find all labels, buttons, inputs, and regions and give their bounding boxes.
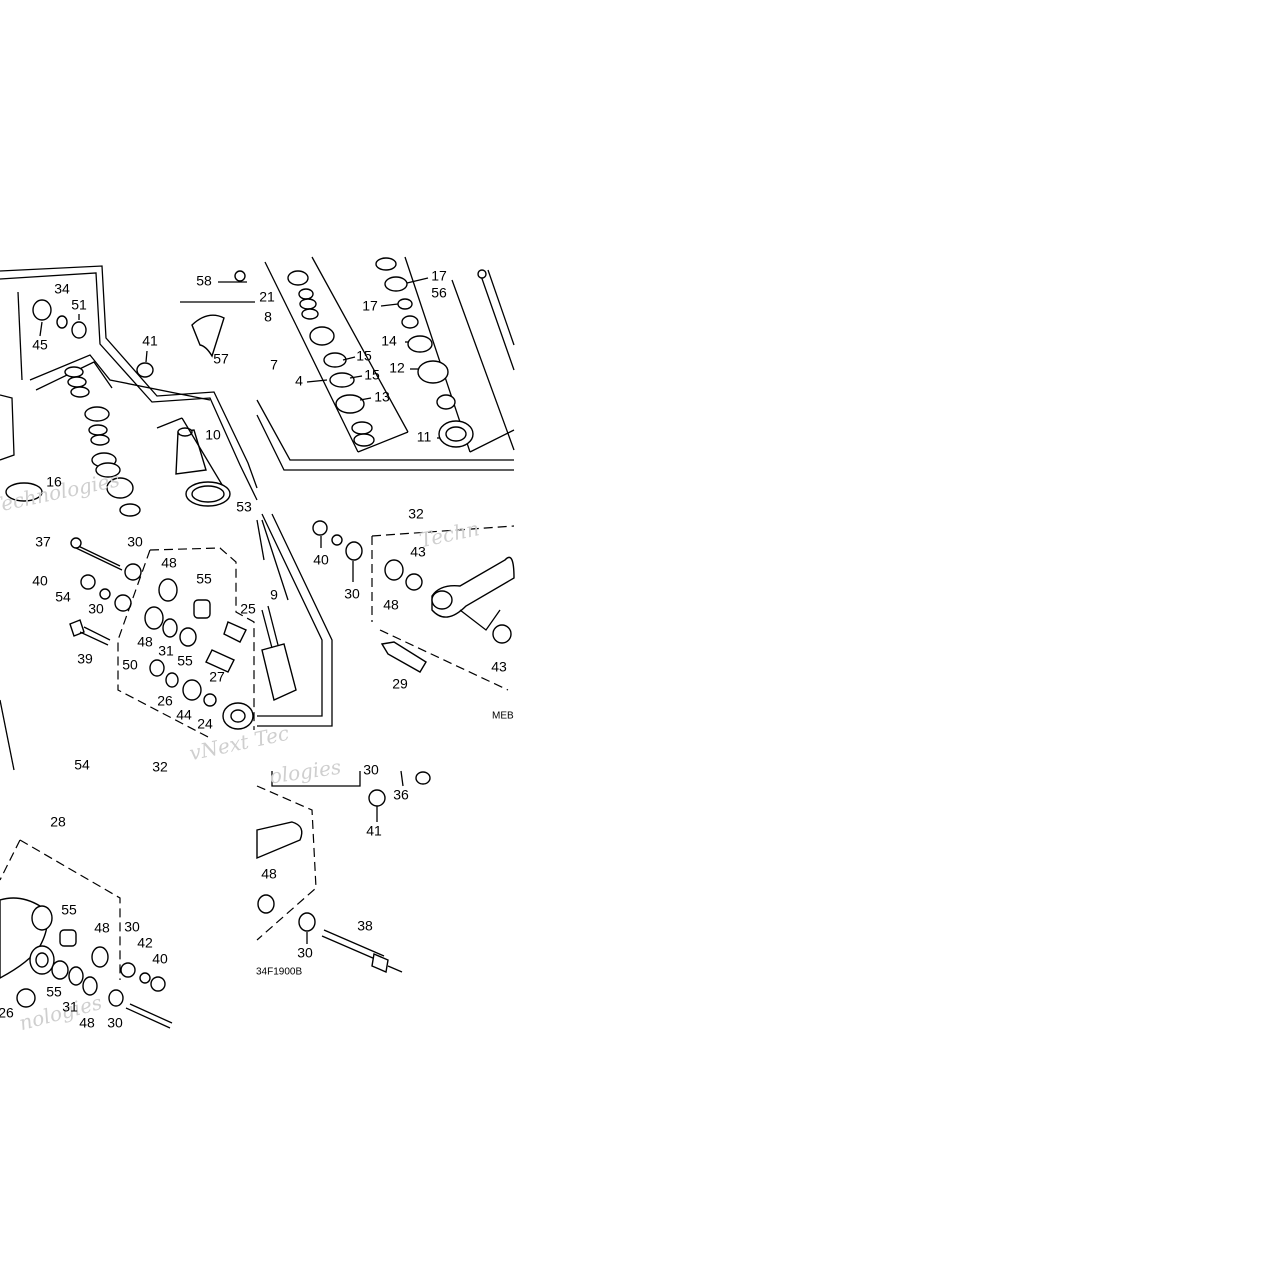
tile-link-left	[0, 519, 289, 771]
part-callout: 32	[408, 506, 424, 522]
part-callout: 30	[88, 601, 104, 617]
tile-arm-left	[0, 839, 173, 1029]
part-callout: 57	[213, 351, 229, 367]
watermark-text: ologies	[268, 755, 342, 789]
part-callout: 30	[124, 919, 140, 935]
diagram-code: MEB	[492, 711, 514, 722]
part-callout: 30	[297, 945, 313, 961]
part-callout: 14	[381, 333, 397, 349]
part-callout: 26	[0, 1005, 14, 1021]
part-callout: 24	[197, 716, 213, 732]
part-callout: 41	[366, 823, 382, 839]
part-callout: 54	[55, 589, 71, 605]
part-callout: 27	[209, 669, 225, 685]
diagram-code: 34F1900B	[256, 967, 302, 978]
part-callout: 21	[259, 289, 275, 305]
tile-shock-left	[0, 265, 258, 517]
part-callout: 48	[383, 597, 399, 613]
part-callout: 30	[363, 762, 379, 778]
part-callout: 55	[177, 653, 193, 669]
part-callout: 9	[270, 587, 278, 603]
part-callout: 34	[54, 281, 70, 297]
part-callout: 39	[77, 651, 93, 667]
part-callout: 43	[491, 659, 507, 675]
part-callout: 37	[35, 534, 51, 550]
part-callout: 38	[357, 918, 373, 934]
part-callout: 40	[313, 552, 329, 568]
part-callout: 7	[270, 357, 278, 373]
part-callout: 43	[410, 544, 426, 560]
part-callout: 13	[374, 389, 390, 405]
part-callout: 28	[50, 814, 66, 830]
part-callout: 10	[205, 427, 221, 443]
part-callout: 15	[364, 367, 380, 383]
part-callout: 31	[62, 999, 78, 1015]
code-layer: MEB 34F1900B	[256, 711, 514, 978]
part-callout: 25	[240, 601, 256, 617]
part-callout: 48	[79, 1015, 95, 1031]
part-callout: 48	[137, 634, 153, 650]
watermark-text: Techn	[417, 516, 481, 552]
part-callout: 17	[431, 268, 447, 284]
part-callout: 55	[61, 902, 77, 918]
part-callout: 53	[236, 499, 252, 515]
part-callout: 45	[32, 337, 48, 353]
part-callout: 31	[158, 643, 174, 659]
tile-shock-right	[256, 256, 515, 471]
callout-layer: 5821875741345145161053151513417561714121…	[0, 268, 507, 1031]
part-callout: 32	[152, 759, 168, 775]
part-callout: 48	[94, 920, 110, 936]
part-callout: 50	[122, 657, 138, 673]
part-callout: 30	[127, 534, 143, 550]
part-callout: 42	[137, 935, 153, 951]
part-callout: 16	[46, 474, 62, 490]
part-callout: 15	[356, 348, 372, 364]
part-callout: 11	[417, 429, 432, 445]
part-callout: 30	[107, 1015, 123, 1031]
part-callout: 40	[32, 573, 48, 589]
part-callout: 55	[196, 571, 212, 587]
part-callout: 40	[152, 951, 168, 967]
part-callout: 30	[344, 586, 360, 602]
part-callout: 26	[157, 693, 173, 709]
part-callout: 48	[161, 555, 177, 571]
part-callout: 17	[362, 298, 378, 314]
part-callout: 41	[142, 333, 158, 349]
part-callout: 4	[295, 373, 303, 389]
part-callout: 54	[74, 757, 90, 773]
part-callout: 55	[46, 984, 62, 1000]
part-callout: 48	[261, 866, 277, 882]
tile-link-right	[257, 513, 515, 727]
part-callout: 36	[393, 787, 409, 803]
part-callout: 56	[431, 285, 447, 301]
part-callout: 44	[176, 707, 192, 723]
part-callout: 58	[196, 273, 212, 289]
part-callout: 8	[264, 309, 272, 325]
part-callout: 29	[392, 676, 408, 692]
part-callout: 51	[71, 297, 87, 313]
part-callout: 12	[389, 360, 405, 376]
tile-arm-right	[256, 770, 431, 973]
